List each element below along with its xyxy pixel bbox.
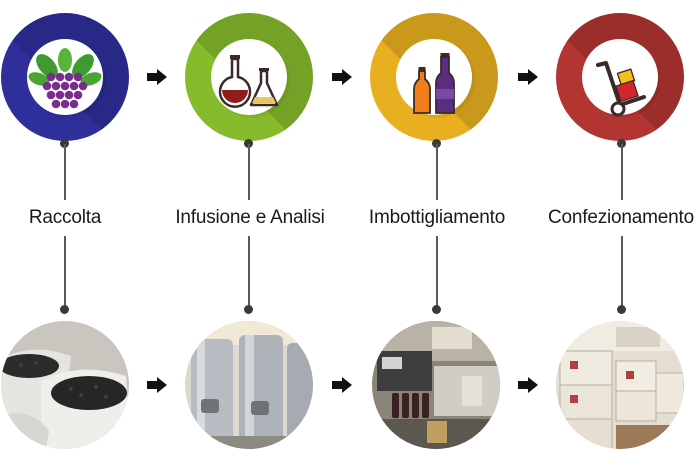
arrow-right-icon	[332, 377, 352, 393]
connector-line	[248, 144, 250, 200]
arrow-right-icon	[147, 69, 167, 85]
photo-sacks	[1, 321, 129, 449]
photo-tanks	[185, 321, 313, 449]
connector-line	[436, 144, 438, 200]
step-ring-imbottigliamento	[370, 13, 498, 141]
step-ring-raccolta	[1, 13, 129, 141]
step-ring-infusione	[185, 13, 313, 141]
connector-dot	[432, 139, 441, 148]
step-ring-confezionamento	[556, 13, 684, 141]
connector-dot	[60, 139, 69, 148]
grapes-icon	[28, 48, 102, 109]
connector-line	[436, 236, 438, 308]
step-label-confezionamento: Confezionamento	[548, 207, 694, 228]
arrow-right-icon	[518, 377, 538, 393]
photo-bottling	[372, 321, 500, 449]
connector-dot	[244, 305, 253, 314]
bottles-icon	[413, 53, 455, 114]
hand-truck-icon	[596, 61, 646, 117]
step-label-raccolta: Raccolta	[28, 207, 102, 228]
lab-flasks-icon	[218, 55, 279, 108]
connector-dot	[432, 305, 441, 314]
connector-line	[621, 144, 623, 200]
connector-dot	[60, 305, 69, 314]
connector-line	[248, 236, 250, 308]
connector-dot	[617, 139, 626, 148]
connector-line	[64, 236, 66, 308]
arrow-right-icon	[518, 69, 538, 85]
arrow-right-icon	[147, 377, 167, 393]
connector-line	[64, 144, 66, 200]
connector-line	[621, 236, 623, 308]
connector-dot	[617, 305, 626, 314]
photo-boxes	[556, 321, 684, 449]
connector-dot	[244, 139, 253, 148]
step-label-infusione: Infusione e Analisi	[175, 207, 325, 228]
arrow-right-icon	[332, 69, 352, 85]
step-label-imbottigliamento: Imbottigliamento	[368, 207, 506, 228]
